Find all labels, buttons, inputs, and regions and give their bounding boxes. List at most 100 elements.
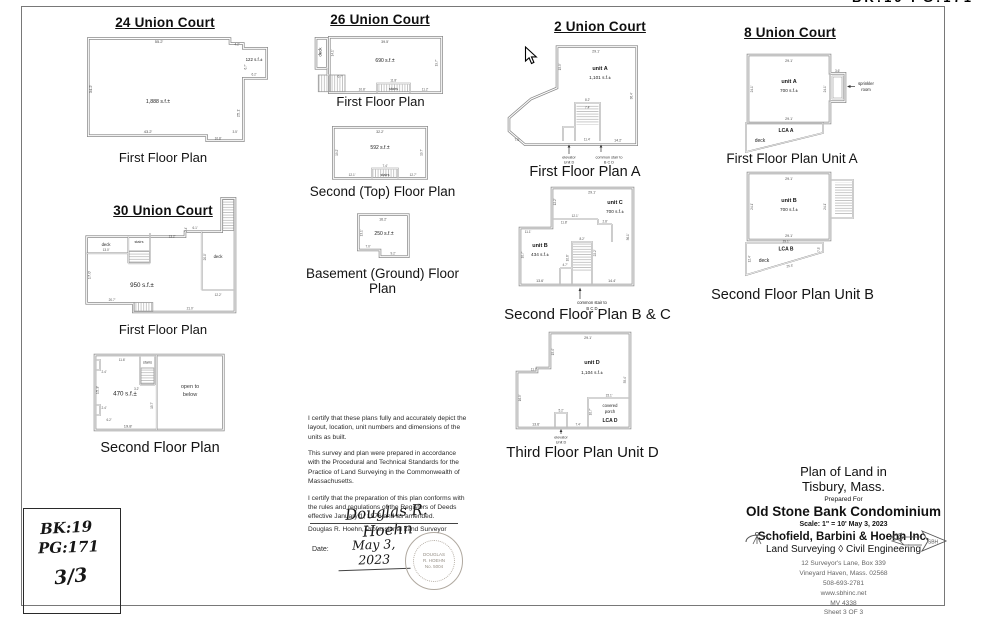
dimension-label: 39.5' bbox=[381, 40, 389, 44]
stairs-hatch bbox=[140, 367, 155, 385]
caption-30-first-floor: First Floor Plan bbox=[118, 322, 208, 337]
dimension-label: 11.8' bbox=[390, 79, 397, 83]
dimension-label: 7.4' bbox=[382, 164, 387, 168]
dimension-label: 3.2' bbox=[134, 387, 139, 391]
caption-2-third-floor-d: Third Floor Plan Unit D bbox=[506, 444, 659, 461]
area-label: 122 s.f.± bbox=[246, 57, 263, 62]
signature-line bbox=[310, 523, 458, 524]
floor-plan-2-first-a: 29.1' unit A 1,101 s.f.± 15.9' 36.4' 14.… bbox=[507, 45, 639, 165]
deck-label: deck bbox=[102, 242, 112, 247]
dimension-label: 12.2' bbox=[553, 198, 557, 205]
dimension-label: 6.7' bbox=[337, 75, 342, 79]
title-30-union-court: 30 Union Court bbox=[113, 203, 213, 218]
logo-text: SBH bbox=[928, 540, 939, 546]
floor-plan-26-first: 39.5' deck 14.1' 19.7' 690 s.f.± 6.7' 10… bbox=[314, 35, 444, 94]
caption-30-second-floor: Second Floor Plan bbox=[100, 440, 220, 456]
area-label: 470 s.f.± bbox=[113, 391, 137, 398]
dimension-label: 4.2' bbox=[234, 43, 239, 47]
floor-plan-8-second-b: 29.1' unit B 700 s.f.± 24.1' 24.1' 29.1'… bbox=[745, 171, 854, 276]
dimension-label: 7.3' bbox=[817, 247, 821, 252]
lca-label: LCA D bbox=[602, 418, 617, 424]
unit-label: unit D bbox=[584, 360, 600, 366]
dimension-label: 16.9' bbox=[518, 394, 522, 401]
transit-logo-icon bbox=[745, 532, 770, 545]
dimension-label: 19.7' bbox=[435, 59, 439, 66]
dimension-label: 10.6' bbox=[566, 254, 570, 261]
unit-label: unit A bbox=[781, 79, 796, 85]
dimension-label: 21.0' bbox=[187, 307, 194, 311]
website: www.sbhinc.net bbox=[820, 589, 867, 597]
floor-plan-8-first-a: 29.1' unit A 700 s.f.± 24.1' 24.1' 3.6' … bbox=[745, 53, 875, 153]
floor-plan-30-second: 11.6' 2.4' 15.3' 2.4' 6.2' 19.8' stairs … bbox=[93, 353, 225, 432]
stairs-label: stairs bbox=[143, 361, 152, 365]
common-stair-note: B C D bbox=[586, 306, 597, 311]
area-label: 950 s.f.± bbox=[130, 282, 154, 289]
dimension-label: 13.6' bbox=[536, 279, 544, 283]
dimension-label: 25.1' bbox=[236, 108, 241, 117]
floor-plan-2-third-d: 29.1' 15.4' unit D 1,104 s.f.± 35.4' 11.… bbox=[515, 331, 632, 445]
dimension-label: 10.7' bbox=[589, 408, 593, 415]
mouse-cursor bbox=[524, 45, 538, 65]
dimension-label: 29.1' bbox=[785, 59, 793, 63]
sheet-number: Sheet 3 OF 3 bbox=[823, 609, 864, 617]
dimension-label: 17.0' bbox=[87, 270, 92, 279]
caption-26-basement: Basement (Ground) Floor Plan bbox=[305, 266, 460, 296]
unit-label: unit B bbox=[781, 198, 797, 204]
deck-label: deck bbox=[759, 258, 770, 264]
dimension-label: 14.1' bbox=[331, 49, 335, 56]
dimension-label: 5.2' bbox=[558, 409, 563, 413]
dimension-label: 15.7' bbox=[150, 402, 154, 409]
dimension-label: 32.2' bbox=[376, 130, 384, 134]
firm-address: 12 Surveyor's Lane, Box 339 Vineyard Hav… bbox=[742, 559, 945, 618]
dimension-label: 13.2' bbox=[169, 235, 176, 239]
seal-text: DOUGLAS R. HOEHN No. 5004 bbox=[413, 540, 455, 582]
dimension-label: 11.7' bbox=[531, 368, 538, 372]
dimension-label: 29.1' bbox=[584, 336, 592, 340]
title-2-union-court: 2 Union Court bbox=[554, 19, 646, 34]
dimension-label: 29.1' bbox=[785, 177, 793, 181]
dimension-label: 15.4' bbox=[551, 348, 555, 355]
certification-paragraph: I certify that the preparation of this p… bbox=[308, 494, 465, 521]
unit-label: unit C bbox=[607, 200, 623, 206]
dimension-label: 11.6' bbox=[119, 358, 126, 362]
dimension-label: 7.0' bbox=[365, 245, 370, 249]
deck-label: deck bbox=[214, 254, 224, 259]
elevator-label: Unit D bbox=[556, 441, 567, 445]
caption-8-first-floor-a: First Floor Plan Unit A bbox=[726, 151, 858, 166]
dimension-label: 13.0' bbox=[103, 248, 110, 252]
job-number: MV 4338 bbox=[830, 599, 857, 607]
dimension-label: 29.1' bbox=[785, 117, 793, 121]
sprinkler-room-label: room bbox=[861, 87, 871, 92]
dimension-label: 29.1' bbox=[592, 50, 600, 54]
address-line: Vineyard Haven, Mass. 02568 bbox=[799, 569, 888, 577]
dimension-label: 15.9' bbox=[558, 63, 562, 70]
dimension-label: 29.1' bbox=[783, 239, 790, 243]
surveyor-name-line: Douglas R. Hoehn, Professional Land Surv… bbox=[308, 526, 447, 533]
dimension-label: 34.2' bbox=[88, 84, 93, 93]
dimension-label: 55.2' bbox=[155, 39, 164, 44]
prepared-for-label: Prepared For bbox=[824, 496, 863, 503]
area-label: 434 s.f.± bbox=[531, 252, 549, 257]
elevator-label: elevator bbox=[554, 436, 568, 440]
surveyor-seal: DOUGLAS R. HOEHN No. 5004 bbox=[405, 532, 463, 590]
exterior-stairs bbox=[317, 74, 346, 93]
floor-plan-30-first: deck 13.0' stairs 13.2' 2.4' 6.1' deck 2… bbox=[85, 197, 237, 314]
address-line: 12 Surveyor's Lane, Box 339 bbox=[801, 560, 886, 567]
dimension-label: 10.8' bbox=[359, 88, 366, 92]
dimension-label: 3.6' bbox=[835, 69, 840, 73]
floor-plan-2-second-bc: 29.1' 12.2' unit C 700 s.f.± 36.1' 12.1'… bbox=[518, 186, 635, 311]
area-label: 592 s.f.± bbox=[370, 145, 389, 151]
dimension-label: 24.1' bbox=[823, 203, 827, 210]
cropped-stamp-text: BK:19 PG:171 bbox=[852, 0, 984, 5]
dimension-label: 3.5' bbox=[232, 130, 237, 134]
dimension-label: 8.2' bbox=[585, 98, 590, 102]
dimension-label: 24.1' bbox=[750, 85, 754, 92]
dimension-label: 43.2' bbox=[144, 129, 153, 134]
firm-services: Land Surveying ◊ Civil Engineering bbox=[765, 544, 922, 555]
dimension-label: 6.2' bbox=[251, 73, 256, 77]
dimension-label: 10.8' bbox=[215, 136, 222, 140]
dimension-label: 24.1' bbox=[823, 85, 827, 92]
dimension-label: 13.1' bbox=[360, 229, 364, 236]
floor-plan-26-second: 32.2' 19.2' 19.7' 592 s.f.± 7.4' stairs … bbox=[331, 126, 429, 180]
caption-26-second-floor: Second (Top) Floor Plan bbox=[309, 184, 456, 199]
